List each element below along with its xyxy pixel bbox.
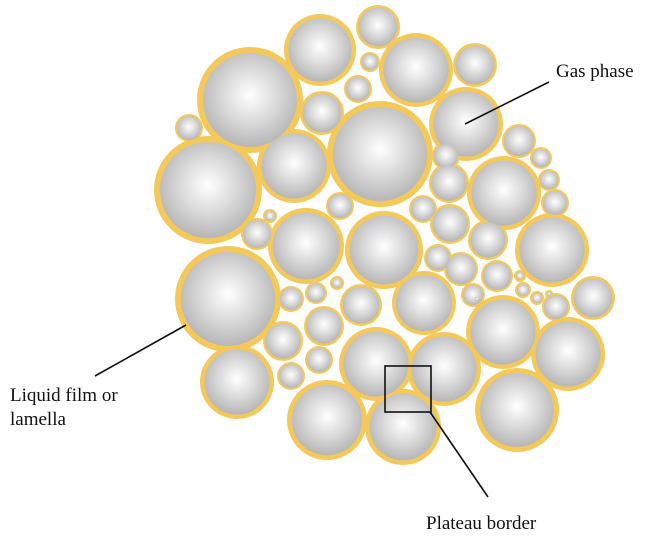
gas-bubble xyxy=(333,107,427,201)
gas-bubble xyxy=(517,284,529,296)
gas-bubble xyxy=(483,262,511,290)
gas-bubble xyxy=(272,212,340,280)
gas-bubble xyxy=(358,7,398,47)
gas-bubble xyxy=(411,197,435,221)
gas-bubble xyxy=(540,171,558,189)
gas-bubble xyxy=(307,348,331,372)
gas-phase-label: Gas phase xyxy=(556,61,634,82)
gas-bubble xyxy=(532,149,550,167)
gas-bubble xyxy=(470,222,506,258)
gas-bubble xyxy=(302,93,342,133)
gas-bubble xyxy=(470,299,536,365)
liquid-film-label-line1: Liquid film or xyxy=(10,385,118,406)
gas-bubble xyxy=(383,37,449,103)
gas-bubble xyxy=(203,53,297,147)
gas-bubble xyxy=(573,278,613,318)
gas-bubble xyxy=(181,252,275,346)
gas-bubble xyxy=(349,215,419,285)
gas-bubble xyxy=(343,331,409,397)
gas-bubble xyxy=(177,116,201,140)
gas-bubble xyxy=(369,393,437,461)
liquid-film-label-line2: lamella xyxy=(10,409,66,430)
gas-bubble xyxy=(362,54,378,70)
gas-bubble xyxy=(535,321,601,387)
gas-bubble xyxy=(480,373,554,447)
gas-bubble xyxy=(342,286,380,324)
gas-bubble xyxy=(543,191,567,215)
gas-bubble xyxy=(279,364,303,388)
gas-bubble xyxy=(261,133,327,199)
gas-bubble xyxy=(504,126,534,156)
gas-bubble xyxy=(519,217,585,283)
plateau-border-box xyxy=(384,365,432,413)
gas-bubble xyxy=(332,278,342,288)
gas-bubble xyxy=(160,142,256,238)
gas-bubble xyxy=(307,284,325,302)
plateau-border-label: Plateau border xyxy=(426,513,537,534)
gas-bubble xyxy=(516,272,524,280)
gas-bubble xyxy=(426,246,450,270)
gas-bubble xyxy=(328,194,352,218)
gas-bubble xyxy=(532,293,542,303)
gas-bubble xyxy=(446,254,476,284)
liquid-film-label: Liquid film or lamella xyxy=(10,384,118,432)
gas-bubble xyxy=(411,336,477,402)
gas-bubble xyxy=(544,295,568,319)
gas-bubble xyxy=(346,77,370,101)
gas-bubble xyxy=(431,165,467,201)
gas-bubble xyxy=(455,45,495,85)
gas-bubble xyxy=(475,297,479,301)
plateau-border-leader-line xyxy=(429,411,489,498)
gas-bubble xyxy=(204,349,270,415)
gas-bubbles xyxy=(154,5,615,465)
gas-bubble xyxy=(280,288,302,310)
gas-bubble xyxy=(471,160,537,226)
gas-bubble xyxy=(265,323,301,359)
gas-bubble xyxy=(288,18,352,82)
gas-bubble xyxy=(243,220,271,248)
gas-bubble xyxy=(432,206,468,242)
gas-bubble xyxy=(291,384,363,456)
gas-bubble xyxy=(434,144,458,168)
gas-bubble xyxy=(306,308,342,344)
gas-bubble xyxy=(463,285,483,305)
gas-phase-leader-line xyxy=(464,81,550,125)
gas-bubble xyxy=(395,274,453,332)
gas-bubble xyxy=(547,292,551,296)
liquid-film-leader-line xyxy=(94,324,187,377)
gas-bubble xyxy=(265,211,275,221)
